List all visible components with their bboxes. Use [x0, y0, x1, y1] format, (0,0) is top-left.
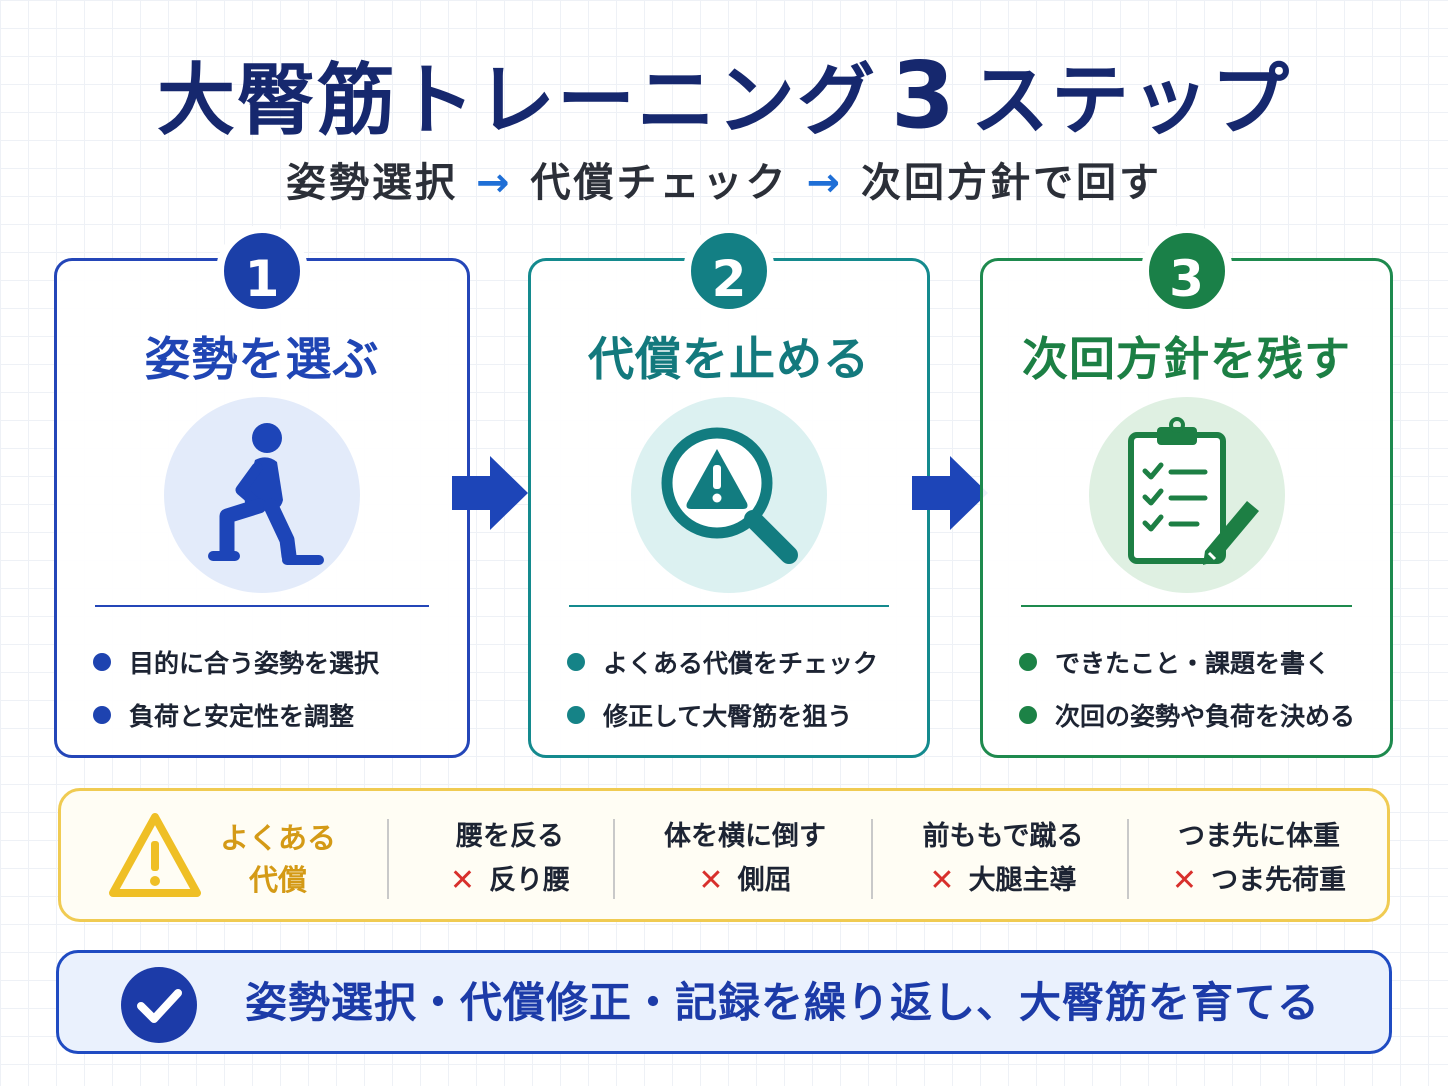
step-number-badge: 1: [216, 225, 308, 317]
bullet-dot: [1019, 652, 1037, 671]
bullet-text: できたこと・課題を書く: [1055, 648, 1331, 678]
lunge-person-icon: [208, 423, 324, 565]
bullet-list: 目的に合う姿勢を選択 負荷と安定性を調整: [93, 635, 457, 741]
step-number-badge: 3: [1140, 225, 1233, 317]
bullet-text: 負荷と安定性を調整: [129, 701, 355, 731]
flow-arrow-right-icon: [912, 456, 988, 530]
step-title: 姿勢を選ぶ: [144, 332, 380, 386]
pitfall-bad-text: 反り腰: [489, 865, 571, 896]
magnifier-warning-icon: [661, 427, 798, 564]
title-number: 3: [890, 42, 957, 149]
step-card-2: 2 代償を止める よくある代償をチェック 修正して大臀筋を狙う: [528, 225, 930, 758]
bullet-dot: [567, 652, 585, 671]
pitfall-label-line1: よくある: [219, 821, 336, 855]
subtitle-arrow-1: →: [475, 160, 513, 206]
list-item: 目的に合う姿勢を選択: [93, 635, 457, 688]
clipboard-checklist-icon: [1127, 417, 1259, 565]
card-divider: [1021, 605, 1352, 607]
bullet-text: 次回の姿勢や負荷を決める: [1055, 701, 1356, 731]
pitfall-separator: [1127, 819, 1129, 899]
cross-icon: ✕: [929, 863, 955, 898]
card-divider: [95, 605, 429, 607]
summary-banner: 姿勢選択・代償修正・記録を繰り返し、大臀筋を育てる: [56, 950, 1392, 1054]
bullet-dot: [93, 652, 111, 671]
pitfall-label-line2: 代償: [248, 863, 307, 897]
bullet-text: 修正して大臀筋を狙う: [603, 701, 853, 731]
list-item: 次回の姿勢や負荷を決める: [1019, 688, 1380, 741]
pitfall-item: 腰を反る ✕ 反り腰: [405, 815, 615, 903]
flow-arrow-right-icon: [452, 456, 528, 530]
pitfall-item: 体を横に倒す ✕ 側屈: [627, 815, 863, 903]
pitfall-bad: ✕ 反り腰: [405, 859, 615, 903]
checkmark-circle-icon: [121, 967, 197, 1043]
step-card-1: 1 姿勢を選ぶ 目的に合う姿勢を選択 負荷と安定性を調整: [54, 225, 470, 758]
subtitle-step-3: 次回方針で回す: [861, 160, 1163, 206]
pitfall-head: 体を横に倒す: [664, 821, 826, 852]
pitfall-label: よくある 代償: [213, 817, 343, 901]
pitfall-bad: ✕ 側屈: [627, 859, 863, 903]
pitfall-bad-text: 大腿主導: [968, 865, 1077, 896]
summary-text: 姿勢選択・代償修正・記録を繰り返し、大臀筋を育てる: [245, 978, 1321, 1027]
subtitle-step-2: 代償チェック: [530, 160, 789, 206]
pitfall-bad: ✕ つま先荷重: [1141, 859, 1377, 903]
pitfall-separator: [613, 819, 615, 899]
warning-triangle-icon: [109, 813, 201, 897]
title-text: 大臀筋トレーニング: [156, 56, 877, 146]
bullet-list: できたこと・課題を書く 次回の姿勢や負荷を決める: [1019, 635, 1380, 741]
subtitle-step-1: 姿勢選択: [285, 160, 458, 206]
bullet-text: 目的に合う姿勢を選択: [129, 648, 380, 678]
flow-subtitle: 姿勢選択 → 代償チェック → 次回方針で回す: [0, 150, 1448, 208]
list-item: よくある代償をチェック: [567, 635, 917, 688]
bullet-dot: [1019, 705, 1037, 724]
pitfall-head: 前ももで蹴る: [922, 821, 1084, 852]
step-number-badge: 2: [683, 225, 775, 317]
bullet-text: よくある代償をチェック: [603, 648, 879, 678]
list-item: 負荷と安定性を調整: [93, 688, 457, 741]
list-item: 修正して大臀筋を狙う: [567, 688, 917, 741]
cross-icon: ✕: [449, 863, 476, 898]
title-suffix: ステップ: [971, 56, 1292, 146]
step-title: 代償を止める: [588, 332, 870, 386]
pitfall-bad-text: 側屈: [737, 865, 792, 896]
pitfall-bad: ✕ 大腿主導: [887, 859, 1119, 903]
common-compensation-panel: よくある 代償 腰を反る ✕ 反り腰 体を横に倒す ✕ 側屈 前ももで蹴る ✕ 大腿主…: [58, 788, 1390, 922]
step-title: 次回方針を残す: [1022, 332, 1351, 386]
pitfall-item: 前ももで蹴る ✕ 大腿主導: [887, 815, 1119, 903]
icon-circle: [1088, 397, 1285, 593]
subtitle-arrow-2: →: [806, 160, 844, 206]
pitfall-head: 腰を反る: [456, 821, 564, 852]
pitfall-item: つま先に体重 ✕ つま先荷重: [1141, 815, 1377, 903]
pitfall-head: つま先に体重: [1178, 821, 1340, 852]
cross-icon: ✕: [698, 863, 724, 898]
bullet-dot: [93, 705, 111, 724]
icon-circle: [631, 397, 827, 593]
pitfall-separator: [871, 819, 873, 899]
icon-circle: [164, 397, 360, 593]
pitfall-bad-text: つま先荷重: [1211, 865, 1347, 896]
cross-icon: ✕: [1171, 863, 1198, 898]
bullet-dot: [567, 705, 585, 724]
bullet-list: よくある代償をチェック 修正して大臀筋を狙う: [567, 635, 917, 741]
card-divider: [569, 605, 889, 607]
step-card-3: 3 次回方針を残す できたこと・課題を書く 次回の姿勢や負荷を決める: [980, 225, 1393, 758]
pitfall-separator: [387, 819, 389, 899]
list-item: できたこと・課題を書く: [1019, 635, 1380, 688]
